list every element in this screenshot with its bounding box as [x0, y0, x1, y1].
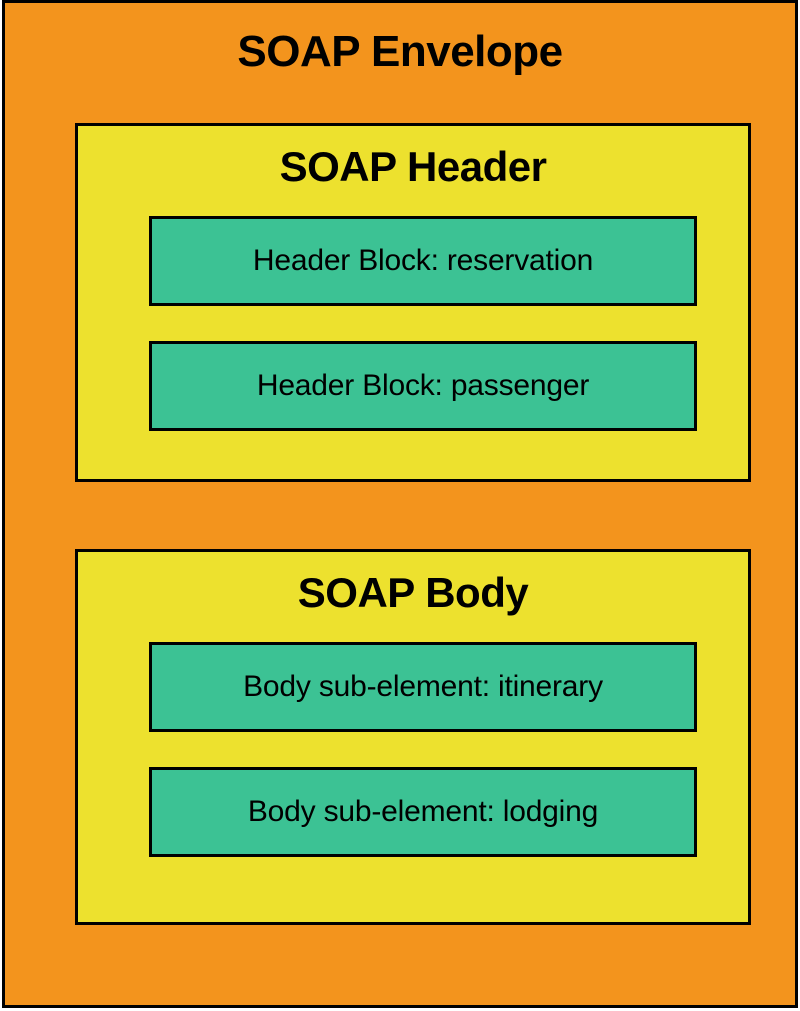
header-block-reservation-label: Header Block: reservation	[252, 244, 594, 277]
header-block-passenger-label: Header Block: passenger	[256, 369, 590, 402]
body-sub-element-lodging-label: Body sub-element: lodging	[247, 795, 599, 828]
body-sub-element-itinerary-label: Body sub-element: itinerary	[243, 670, 603, 703]
header-block-reservation: Header Block: reservation	[149, 216, 697, 306]
body-sub-element-itinerary: Body sub-element: itinerary	[149, 642, 697, 732]
body-sub-element-lodging: Body sub-element: lodging	[149, 767, 697, 857]
soap-header-box: SOAP Header Header Block: reservation He…	[75, 123, 751, 482]
soap-body-box: SOAP Body Body sub-element: itinerary Bo…	[75, 549, 751, 925]
soap-envelope-title: SOAP Envelope	[237, 27, 563, 76]
soap-body-title: SOAP Body	[297, 569, 529, 616]
soap-header-title: SOAP Header	[279, 143, 547, 190]
header-block-passenger: Header Block: passenger	[149, 341, 697, 431]
